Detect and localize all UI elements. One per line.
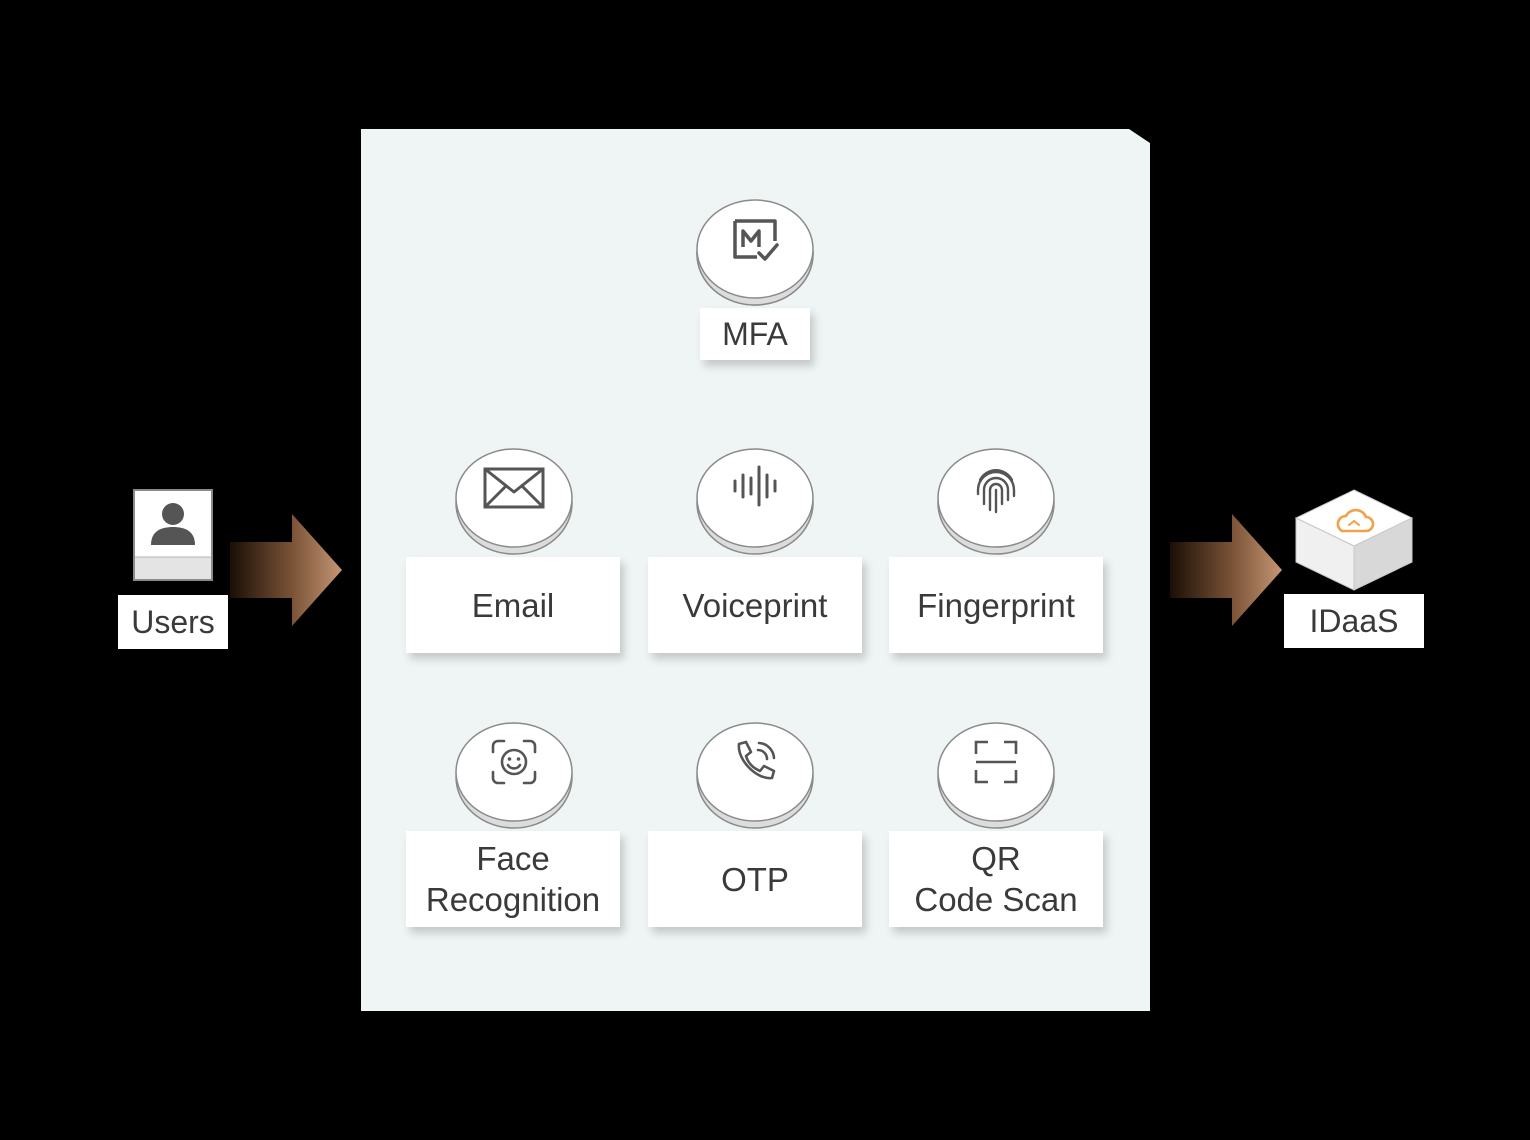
fingerprint-icon xyxy=(976,469,1016,514)
fingerprint-disc xyxy=(936,446,1056,558)
arrow-mfa-to-idaas xyxy=(1170,514,1282,626)
arrow-users-to-mfa xyxy=(230,514,342,626)
method-card-voiceprint: Voiceprint xyxy=(648,557,862,653)
user-icon xyxy=(133,489,213,581)
method-card-face-recognition: Face Recognition xyxy=(406,831,620,927)
qr-scan-icon xyxy=(974,740,1018,784)
face-disc xyxy=(454,720,574,832)
method-card-email: Email xyxy=(406,557,620,653)
otp-disc xyxy=(695,720,815,832)
idaas-cube xyxy=(1294,488,1414,592)
mfa-icon xyxy=(733,219,779,261)
voice-wave-icon xyxy=(733,465,777,507)
cloud-icon xyxy=(1336,508,1375,533)
mfa-disc xyxy=(695,197,815,309)
users-label: Users xyxy=(118,595,228,649)
phone-call-icon xyxy=(737,740,776,780)
envelope-icon xyxy=(483,467,545,509)
method-card-qr-code-scan: QR Code Scan xyxy=(889,831,1103,927)
voiceprint-disc xyxy=(695,446,815,558)
qr-disc xyxy=(936,720,1056,832)
idaas-label: IDaaS xyxy=(1284,594,1424,648)
method-card-otp: OTP xyxy=(648,831,862,927)
mfa-label: MFA xyxy=(700,308,810,360)
users-avatar-tile xyxy=(133,489,213,581)
face-scan-icon xyxy=(491,739,537,785)
email-disc xyxy=(454,446,574,558)
method-card-fingerprint: Fingerprint xyxy=(889,557,1103,653)
